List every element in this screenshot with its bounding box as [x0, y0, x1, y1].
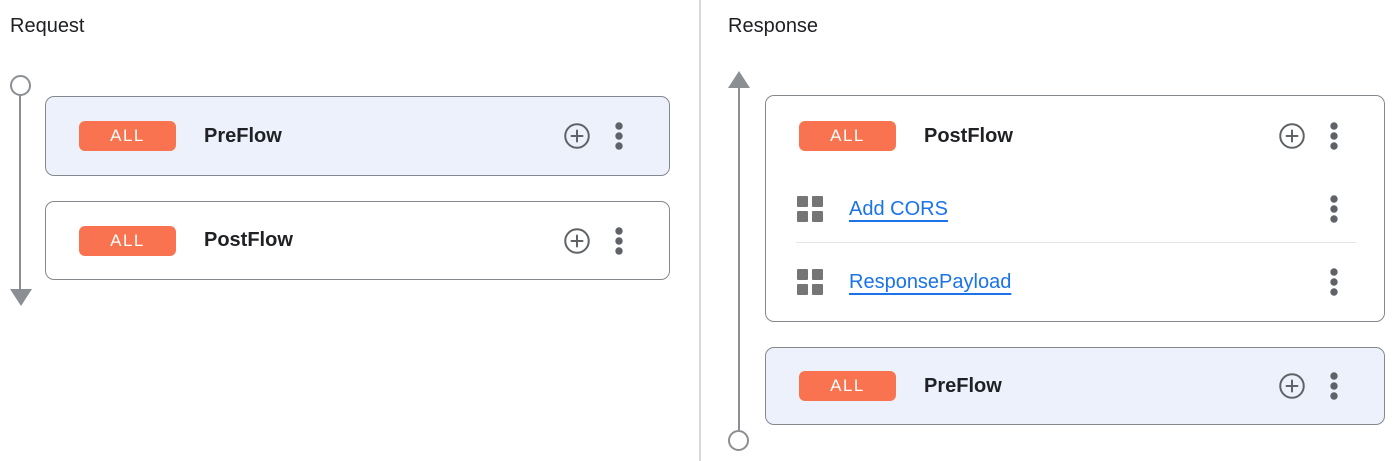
condition-badge: ALL [799, 121, 896, 151]
add-policy-step-button[interactable] [1278, 372, 1306, 400]
flow-header: ALL PostFlow [46, 202, 669, 279]
flow-more-options-button[interactable] [1328, 371, 1340, 401]
condition-badge: ALL [79, 121, 176, 151]
arrow-down-icon [10, 289, 32, 306]
request-timeline-start-circle [10, 75, 31, 96]
condition-badge: ALL [799, 371, 896, 401]
flow-name: PreFlow [204, 124, 282, 147]
more-vert-icon [1330, 268, 1338, 296]
add-policy-step-button[interactable] [563, 227, 591, 255]
policy-link-add-cors[interactable]: Add CORS [849, 197, 948, 220]
more-vert-icon [1330, 195, 1338, 223]
response-panel-title: Response [728, 15, 819, 37]
arrow-up-icon [728, 71, 750, 88]
request-panel-title: Request [10, 15, 85, 37]
policy-more-options-button[interactable] [1328, 194, 1340, 224]
flow-name: PostFlow [924, 124, 1013, 147]
response-timeline-end-circle [728, 430, 749, 451]
add-circle-outline-icon [564, 123, 590, 149]
flow-name: PostFlow [204, 229, 293, 251]
policy-steps-grid-icon [797, 196, 823, 222]
request-timeline-line [19, 95, 21, 290]
flow-header: ALL PostFlow [766, 96, 1384, 176]
more-vert-icon [1330, 122, 1338, 150]
add-policy-step-button[interactable] [563, 122, 591, 150]
more-vert-icon [615, 226, 623, 255]
add-circle-outline-icon [1279, 123, 1305, 149]
policy-divider [796, 242, 1356, 243]
policy-more-options-button[interactable] [1328, 267, 1340, 297]
add-circle-outline-icon [564, 227, 590, 254]
flow-card-response-postflow[interactable]: ALL PostFlow [765, 95, 1385, 322]
flow-header: ALL PreFlow [766, 348, 1384, 424]
flow-card-request-postflow[interactable]: ALL PostFlow [45, 201, 670, 280]
flow-more-options-button[interactable] [613, 121, 625, 151]
panel-divider [699, 0, 701, 461]
policy-row-add-cors: Add CORS [766, 176, 1384, 242]
flow-card-response-preflow[interactable]: ALL PreFlow [765, 347, 1385, 425]
add-policy-step-button[interactable] [1278, 122, 1306, 150]
more-vert-icon [615, 122, 623, 150]
response-timeline-line [738, 87, 740, 430]
more-vert-icon [1330, 372, 1338, 400]
condition-badge: ALL [79, 225, 176, 256]
policy-steps-grid-icon [797, 269, 823, 295]
flow-more-options-button[interactable] [613, 226, 625, 256]
flow-more-options-button[interactable] [1328, 121, 1340, 151]
flow-card-request-preflow[interactable]: ALL PreFlow [45, 96, 670, 176]
flow-name: PreFlow [924, 374, 1002, 397]
policy-row-responsepayload: ResponsePayload [766, 243, 1384, 321]
policy-link-responsepayload[interactable]: ResponsePayload [849, 270, 1012, 293]
flow-header: ALL PreFlow [46, 97, 669, 175]
add-circle-outline-icon [1279, 373, 1305, 399]
